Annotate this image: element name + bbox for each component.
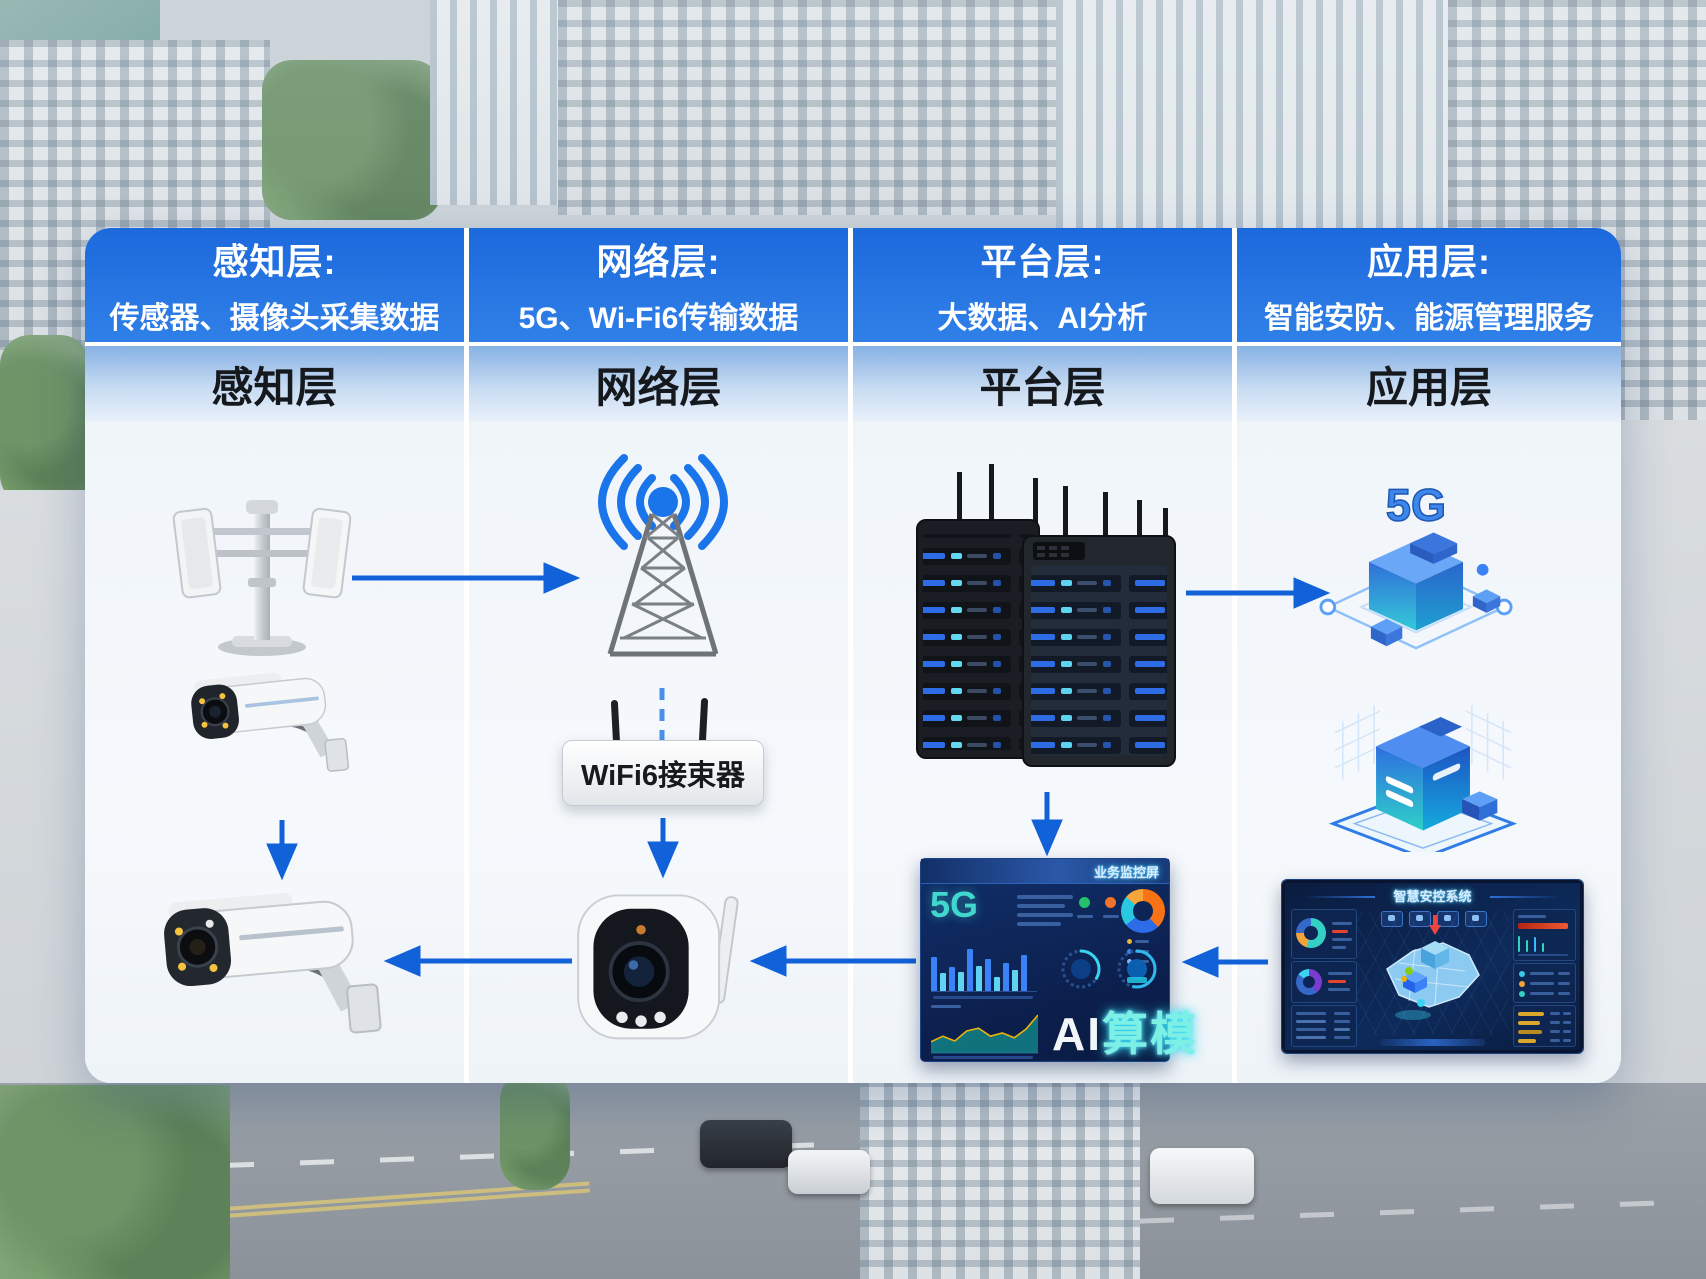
map-control-chip [1437,911,1459,927]
event-table-panel [1291,1005,1357,1047]
wifi6-router: WiFi6接束器 [562,740,764,806]
subheader-perception: 感知层 [85,346,469,422]
map-control-chip [1465,911,1487,927]
5g-cube-icon: 5G [1319,479,1513,650]
model-text: 算模 [1102,1008,1198,1060]
dashboard-titlebar: 业务监控屏 [921,859,1169,884]
dashboard-footer-strip [1380,1039,1485,1046]
trees-left-edge [0,335,90,505]
dash-gauge-1 [1061,949,1101,989]
header-title: 感知层: [212,241,337,282]
header-title: 平台层: [980,241,1105,282]
car-dark [700,1120,792,1168]
header-platform: 平台层: 大数据、AI分析 [853,228,1237,346]
header-desc: 智能安防、能源管理服务 [1264,302,1594,335]
building-center [558,0,1058,215]
status-dot-orange [1105,897,1116,908]
ai-model-overlay: AI算模 [1052,998,1198,1064]
gauge-panel-2 [1291,961,1357,1003]
trees-bottom-left [0,1085,230,1279]
ai-text: AI [1052,1008,1102,1060]
tree-bottom-mid [500,1070,570,1190]
app-dashboard-title: 智慧安控系统 [1393,889,1472,904]
dash-donut-chart [1121,889,1165,933]
subheader-network: 网络层 [469,346,853,422]
header-network: 网络层: 5G、Wi-Fi6传输数据 [469,228,853,346]
router-label: WiFi6接束器 [580,760,746,792]
sensor-antenna [172,500,352,656]
header-desc: 5G、Wi-Fi6传输数据 [518,302,799,335]
alert-bars-panel [1513,909,1576,961]
dash-area-fill [931,1015,1038,1053]
wifi-camera [577,894,739,1040]
header-title: 应用层: [1367,241,1491,282]
status-dot-green [1079,897,1090,908]
server-racks [916,464,1176,767]
pavement-right [1616,420,1706,1090]
header-desc: 大数据、AI分析 [937,302,1148,335]
data-cube-icon [1328,705,1518,852]
header-desc: 传感器、摄像头采集数据 [109,302,440,335]
wifi-signal-tower [598,454,728,657]
ranking-panel [1513,1005,1576,1047]
dash-bar-chart [931,943,1037,992]
trees-mid-left [262,60,442,220]
dash-gauge-2 [1117,949,1157,989]
header-perception: 感知层: 传感器、摄像头采集数据 [85,228,469,346]
subheader-application: 应用层 [1237,346,1621,422]
application-dashboard: 智慧安控系统 [1281,879,1584,1054]
map-control-chip [1381,911,1403,927]
van-white [1150,1148,1254,1204]
cube-5g-text: 5G [1386,480,1446,531]
bullet-camera-1 [191,672,350,772]
platform-dashboard: 业务监控屏 5G [920,858,1170,1062]
isometric-city-map [1357,911,1509,1035]
bullet-camera-2 [164,893,382,1034]
subheader-platform: 平台层 [853,346,1237,422]
dashboard-title: 业务监控屏 [1093,864,1159,880]
pavement-left [0,490,90,1090]
5g-label: 5G [930,884,979,925]
dash-area-line [931,1014,1038,1043]
car-white [788,1150,870,1194]
gauge-panel-1 [1291,909,1357,959]
status-list-panel [1513,963,1576,1003]
header-title: 网络层: [596,241,721,282]
building-glass [430,0,570,205]
map-control-chip [1409,911,1431,927]
header-application: 应用层: 智能安防、能源管理服务 [1237,228,1621,346]
dash-area-chart [931,1014,1038,1054]
